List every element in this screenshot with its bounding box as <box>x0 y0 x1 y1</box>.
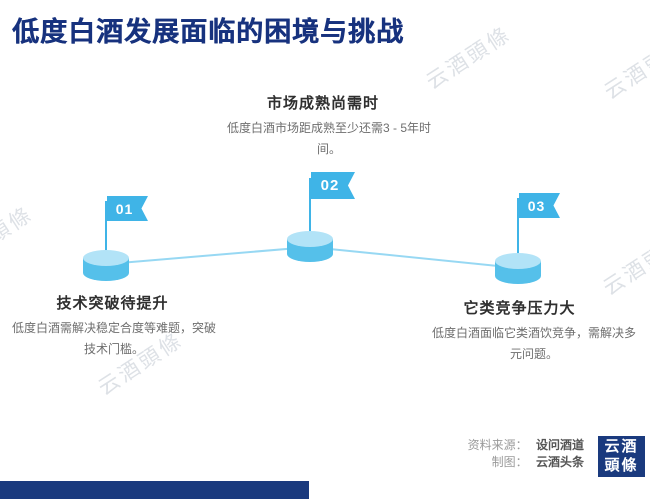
milestone-3-number: 03 <box>527 197 546 214</box>
logo-line-top: 云酒 <box>604 438 639 455</box>
flag-pole-2 <box>309 178 311 236</box>
credit-label: 制图： <box>491 455 528 469</box>
cylinder-top <box>287 231 333 247</box>
flag-01: 01 <box>107 196 148 221</box>
brand-logo: 云酒 頭條 <box>598 436 645 477</box>
cylinder-bottom <box>83 265 129 281</box>
flag-03: 03 <box>519 193 560 218</box>
source-line: 资料来源： 设问酒道 <box>468 437 584 454</box>
source-value: 设问酒道 <box>535 438 584 452</box>
flag-pole-3 <box>517 198 519 256</box>
logo-line-bottom: 頭條 <box>604 457 639 474</box>
footer-credits: 资料来源： 设问酒道 制图： 云酒头条 <box>468 437 584 471</box>
page-title: 低度白酒发展面临的困境与挑战 <box>12 17 404 47</box>
cylinder-bottom <box>495 268 541 284</box>
source-label: 资料来源： <box>467 438 528 452</box>
milestone-1-heading: 技术突破待提升 <box>56 295 169 312</box>
flag-pole-1 <box>105 201 107 256</box>
flag-02: 02 <box>311 172 355 199</box>
milestone-3-description: 低度白酒面临它类酒饮竞争，需解决多元问题。 <box>431 326 636 361</box>
milestone-2-description: 低度白酒市场距成熟至少还需3 - 5年时间。 <box>226 121 431 156</box>
cylinder-bottom <box>287 246 333 262</box>
cylinder-top <box>495 253 541 269</box>
bottom-accent-bar <box>0 481 309 499</box>
milestone-2-number: 02 <box>320 177 340 194</box>
cylinder-02 <box>287 231 333 262</box>
milestone-1-number: 01 <box>115 200 134 217</box>
credit-line: 制图： 云酒头条 <box>468 454 584 471</box>
cylinder-01 <box>83 250 129 281</box>
milestone-3-heading: 它类竞争压力大 <box>463 300 576 317</box>
milestone-1-description: 低度白酒需解决稳定合度等难题，突破技术门槛。 <box>11 321 216 356</box>
credit-value: 云酒头条 <box>535 455 584 469</box>
milestone-2-heading: 市场成熟尚需时 <box>266 95 379 112</box>
cylinder-top <box>83 250 129 266</box>
cylinder-03 <box>495 253 541 284</box>
